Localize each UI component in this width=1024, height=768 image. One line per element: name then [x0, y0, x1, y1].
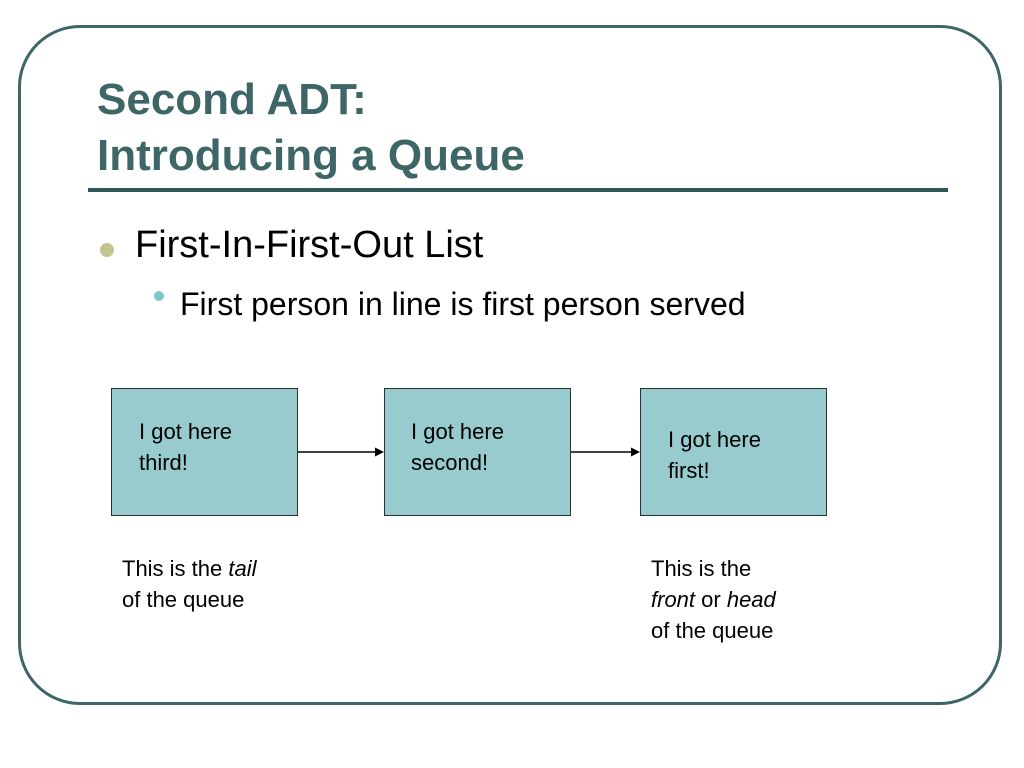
bullet-level-1: First-In-First-Out List — [135, 224, 484, 266]
head-word: head — [726, 587, 776, 612]
tail-caption: This is the tail of the queue — [122, 553, 257, 615]
head-caption-line-1: This is the — [651, 556, 752, 581]
queue-box-first-text: I got here first! — [668, 427, 761, 483]
slide-frame — [18, 25, 1002, 705]
title-line-1: Second ADT: — [97, 75, 367, 124]
sub-bullet-dot-icon — [154, 291, 164, 301]
bullet-dot-icon — [100, 243, 114, 257]
queue-box-third — [111, 388, 298, 516]
head-caption: This is the front or head of the queue — [651, 553, 776, 646]
tail-word: tail — [228, 556, 257, 581]
slide-title: Second ADT: Introducing a Queue — [97, 72, 525, 184]
queue-box-second-text: I got here second! — [411, 419, 504, 475]
queue-box-first — [640, 388, 827, 516]
head-caption-line-3: of the queue — [651, 618, 774, 643]
queue-box-second — [384, 388, 571, 516]
tail-caption-pre: This is the — [122, 556, 229, 581]
arrow-third-to-second — [298, 447, 384, 457]
queue-box-third-text: I got here third! — [139, 419, 232, 475]
front-word: front — [651, 587, 696, 612]
or-word: or — [695, 587, 727, 612]
head-caption-line-2: front or head — [651, 584, 776, 615]
title-line-2: Introducing a Queue — [97, 131, 525, 180]
bullet-level-2: First person in line is first person ser… — [180, 286, 746, 322]
arrow-second-to-first — [571, 447, 640, 457]
title-underline — [88, 188, 948, 192]
tail-caption-line-2: of the queue — [122, 587, 245, 612]
tail-caption-line-1: This is the tail — [122, 553, 257, 584]
